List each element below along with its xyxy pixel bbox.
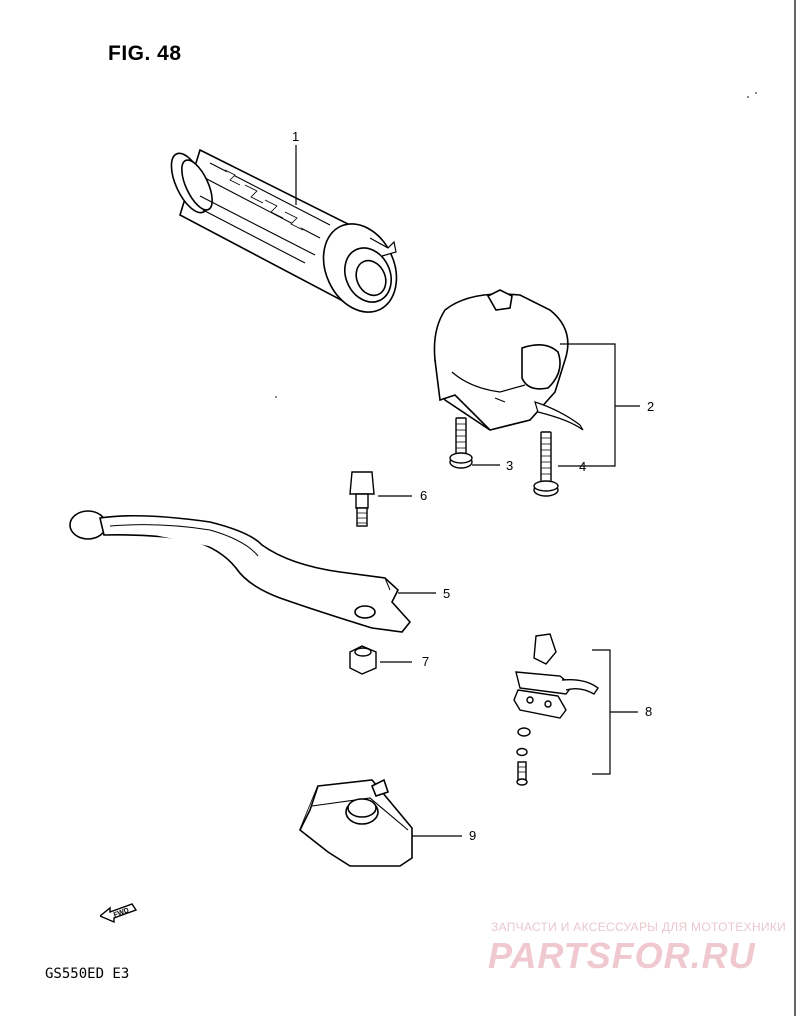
model-code: GS550ED E3 bbox=[45, 966, 130, 982]
figure-title: FIG. 48 bbox=[108, 42, 182, 65]
callout-number-9[interactable]: 9 bbox=[469, 828, 477, 843]
grip-part[interactable] bbox=[164, 148, 410, 324]
fwd-marker: FWD bbox=[98, 900, 140, 929]
callout-number-6[interactable]: 6 bbox=[420, 488, 428, 503]
screw-short-part[interactable] bbox=[449, 417, 473, 469]
callout-number-8[interactable]: 8 bbox=[645, 704, 653, 719]
screw-long-part[interactable] bbox=[533, 431, 559, 497]
stray-mark bbox=[747, 96, 749, 98]
callout-number-2[interactable]: 2 bbox=[647, 399, 655, 414]
callout-leader-2 bbox=[560, 343, 616, 467]
callout-number-3[interactable]: 3 bbox=[506, 458, 514, 473]
forward-arrow-icon: FWD bbox=[98, 903, 138, 924]
lever-switch-part[interactable] bbox=[513, 633, 599, 786]
fwd-label: FWD bbox=[113, 907, 130, 919]
switch-cover-part[interactable] bbox=[299, 778, 413, 867]
callout-number-1[interactable]: 1 bbox=[292, 129, 300, 144]
watermark-tagline: ЗАПЧАСТИ И АКСЕССУАРЫ ДЛЯ МОТОТЕХНИКИ bbox=[491, 920, 787, 934]
stray-mark bbox=[755, 92, 757, 94]
callout-number-7[interactable]: 7 bbox=[422, 654, 430, 669]
pivot-bolt-part[interactable] bbox=[349, 471, 375, 527]
clutch-lever-part[interactable] bbox=[69, 510, 412, 633]
stray-mark bbox=[275, 396, 277, 398]
switch-housing-part[interactable] bbox=[433, 289, 584, 431]
callout-number-5[interactable]: 5 bbox=[443, 586, 451, 601]
callout-number-4[interactable]: 4 bbox=[579, 459, 587, 474]
watermark-logo: PARTSFOR.RU bbox=[488, 935, 756, 976]
callout-leader-8 bbox=[592, 649, 611, 775]
nut-part[interactable] bbox=[349, 645, 377, 675]
